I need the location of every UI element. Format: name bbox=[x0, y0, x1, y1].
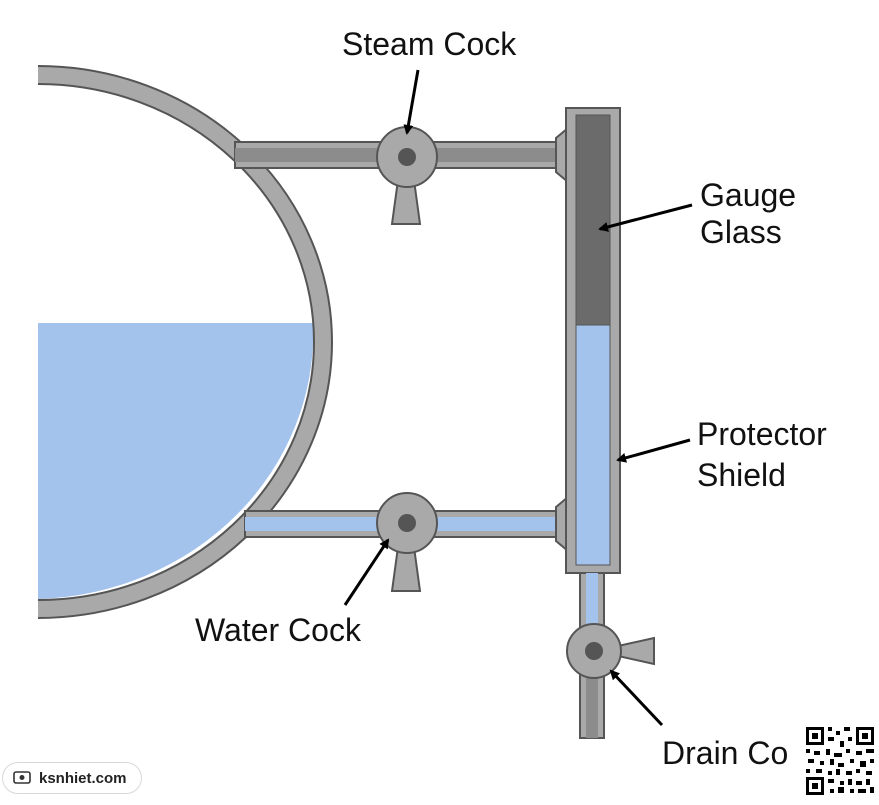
boiler-water bbox=[38, 323, 314, 599]
gauge-glass-steam-space bbox=[575, 114, 611, 326]
gauge-glass-water bbox=[575, 324, 611, 566]
leader-arrows bbox=[343, 69, 693, 727]
label-protector-shield-line1: Protector bbox=[697, 416, 827, 452]
arrow-drain-cock bbox=[609, 669, 664, 727]
label-gauge-glass-line2: Glass bbox=[700, 214, 782, 250]
label-water-cock: Water Cock bbox=[195, 612, 362, 648]
watermark-badge: ksnhiet.com bbox=[2, 762, 142, 794]
watermark-logo-icon bbox=[13, 771, 31, 784]
gauge-glass-assembly bbox=[565, 107, 621, 574]
arrow-protector-shield bbox=[616, 438, 691, 463]
water-cock-valve bbox=[376, 492, 438, 592]
qr-code-icon bbox=[803, 724, 877, 798]
label-gauge-glass-line1: Gauge bbox=[700, 177, 796, 213]
arrow-gauge-glass bbox=[598, 203, 693, 232]
arrow-water-cock bbox=[343, 538, 390, 606]
label-drain-cock: Drain Co bbox=[662, 735, 788, 771]
drain-cock-valve bbox=[566, 623, 655, 679]
arrow-steam-cock bbox=[403, 69, 420, 135]
boiler-drum bbox=[37, 65, 333, 619]
label-steam-cock: Steam Cock bbox=[342, 26, 517, 62]
label-protector-shield-line2: Shield bbox=[697, 457, 786, 493]
steam-cock-valve bbox=[376, 126, 438, 225]
watermark-text: ksnhiet.com bbox=[39, 769, 127, 787]
